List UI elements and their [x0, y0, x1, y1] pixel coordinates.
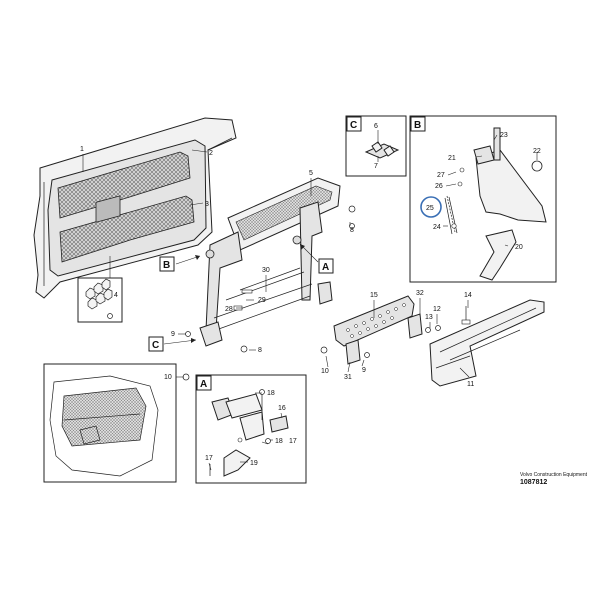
view-tag-letters: C B A B A C: [152, 120, 421, 390]
callout-7: 7: [374, 163, 378, 170]
callout-3: 3: [205, 201, 209, 208]
brand-name: Volvo Construction Equipment: [520, 472, 587, 478]
part-number: 1087812: [520, 479, 548, 486]
callout-6: 6: [374, 123, 378, 130]
tag-c-inset: C: [350, 120, 357, 131]
callout-4: 4: [114, 292, 118, 299]
callout-10b: 10: [321, 368, 329, 375]
callout-28: 28: [225, 306, 233, 313]
callout-25: 25: [426, 205, 434, 212]
inset-view-b: [409, 115, 557, 283]
view-tag-b-marker: [159, 255, 201, 272]
footer-brand-block: Volvo Construction Equipment 1087812: [520, 472, 587, 486]
callout-32: 32: [416, 290, 424, 297]
callout-14: 14: [464, 292, 472, 299]
callout-1: 1: [80, 146, 84, 153]
tag-a-inset: A: [200, 379, 207, 390]
view-tag-a-marker: [299, 243, 334, 274]
callout-8b: 8: [258, 347, 262, 354]
callout-8a: 8: [350, 227, 354, 234]
callout-30: 30: [262, 267, 270, 274]
callout-15: 15: [370, 292, 378, 299]
callout-9b: 9: [362, 367, 366, 374]
inset-vehicle-view: [43, 363, 177, 483]
front-grille: [33, 117, 237, 299]
inset-view-c: [345, 115, 407, 177]
callout-12: 12: [433, 306, 441, 313]
view-tag-c-marker: [148, 336, 197, 352]
grille-frame: [199, 177, 341, 347]
inset-view-a: [195, 374, 307, 484]
callout-19: 19: [250, 460, 258, 467]
callout-2: 2: [209, 150, 213, 157]
callout-13: 13: [425, 314, 433, 321]
callout-27: 27: [437, 172, 445, 179]
step-assembly: [333, 295, 545, 387]
callout-18: 18: [267, 390, 275, 397]
callout-17: 17: [289, 438, 297, 445]
tag-b-main: B: [163, 260, 170, 271]
leader-lines: [82, 134, 538, 471]
callout-labels: 1 2 3 4 5 6 7 8 9 10 8 30 29 28 15 32 12…: [80, 123, 541, 467]
callout-22: 22: [533, 148, 541, 155]
callout-18b: 18: [275, 438, 283, 445]
tag-a-main: A: [322, 262, 329, 273]
tag-b-inset: B: [414, 120, 421, 131]
callout-21: 21: [448, 155, 456, 162]
highlight-ring: [420, 196, 442, 218]
callout-24: 24: [433, 224, 441, 231]
callout-10a: 10: [164, 374, 172, 381]
callout-26: 26: [435, 183, 443, 190]
callout-9a: 9: [171, 331, 175, 338]
callout-20: 20: [515, 244, 523, 251]
callout-31: 31: [344, 374, 352, 381]
callout-16: 16: [278, 405, 286, 412]
fastener-cluster: [77, 256, 123, 323]
callout-29: 29: [258, 297, 266, 304]
callout-23: 23: [500, 132, 508, 139]
callout-11: 11: [467, 381, 474, 388]
callout-17b: 17: [205, 455, 213, 462]
tag-c-main: C: [152, 340, 159, 351]
callout-5: 5: [309, 170, 313, 177]
